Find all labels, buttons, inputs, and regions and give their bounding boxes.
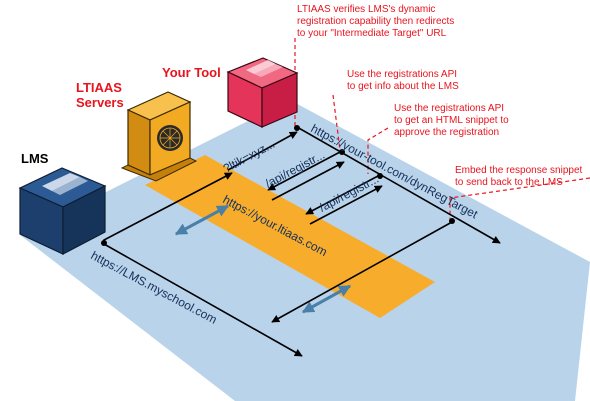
- annotation-2-line-1: Use the registrations API: [347, 69, 457, 80]
- ltiaas-redirect-arrow: [227, 131, 298, 171]
- ltiaas-label-line2: Servers: [76, 95, 124, 110]
- annotation-1-line-1: LTIAAS verifies LMS's dynamic: [297, 4, 435, 15]
- tool-label: Your Tool: [162, 65, 221, 80]
- annotation-connector-3: [367, 127, 389, 174]
- annotation-3-line-2: to get an HTML snippet to: [394, 115, 509, 126]
- annotation-1-line-2: registration capability then redirects: [297, 16, 454, 27]
- annotation-2-line-2: to get info about the LMS: [347, 81, 459, 92]
- annotation-3: Use the registrations API to get an HTML…: [394, 103, 509, 138]
- annotation-1: LTIAAS verifies LMS's dynamic registrati…: [297, 4, 454, 39]
- gateway-arrow-lms-ltiaas: [174, 204, 230, 236]
- api-response-2-arrow: [309, 185, 383, 225]
- annotation-2: Use the registrations API to get info ab…: [347, 69, 459, 92]
- api-request-1-arrow: [267, 151, 341, 191]
- lms-box-icon: [18, 167, 107, 255]
- ltiaas-band: [145, 155, 435, 318]
- annotation-connector-4: [449, 177, 590, 224]
- annotation-4: Embed the response snippet to send back …: [455, 165, 583, 188]
- ltiaas-label-line1: LTIAAS: [76, 80, 122, 95]
- tool-origin-dot: [294, 125, 300, 131]
- annotation-connector-2: [332, 94, 341, 151]
- tool-dot-2: [339, 149, 345, 155]
- ltiaas-server-icon: [120, 91, 198, 182]
- lms-label: LMS: [21, 151, 49, 166]
- annotation-3-line-3: approve the registration: [394, 127, 499, 138]
- annotation-4-line-2: to send back to the LMS: [455, 177, 563, 188]
- lms-origin-dot: [101, 240, 107, 246]
- tool-timeline-arrow: [296, 126, 501, 244]
- annotation-3-line-1: Use the registrations API: [394, 103, 504, 114]
- annotation-4-line-1: Embed the response snippet: [455, 165, 583, 176]
- snippet-return-arrow: [271, 221, 453, 323]
- tool-dot-4: [449, 218, 455, 224]
- lms-timeline-arrow: [103, 243, 303, 357]
- annotation-1-line-3: to your "Intermediate Target" URL: [297, 28, 447, 39]
- api-request-2-arrow: [305, 175, 379, 215]
- api-response-1-arrow: [271, 161, 345, 201]
- tool-dot-3: [377, 173, 383, 179]
- tool-box-icon: [226, 57, 299, 128]
- gateway-arrow-ltiaas-tool: [301, 284, 352, 314]
